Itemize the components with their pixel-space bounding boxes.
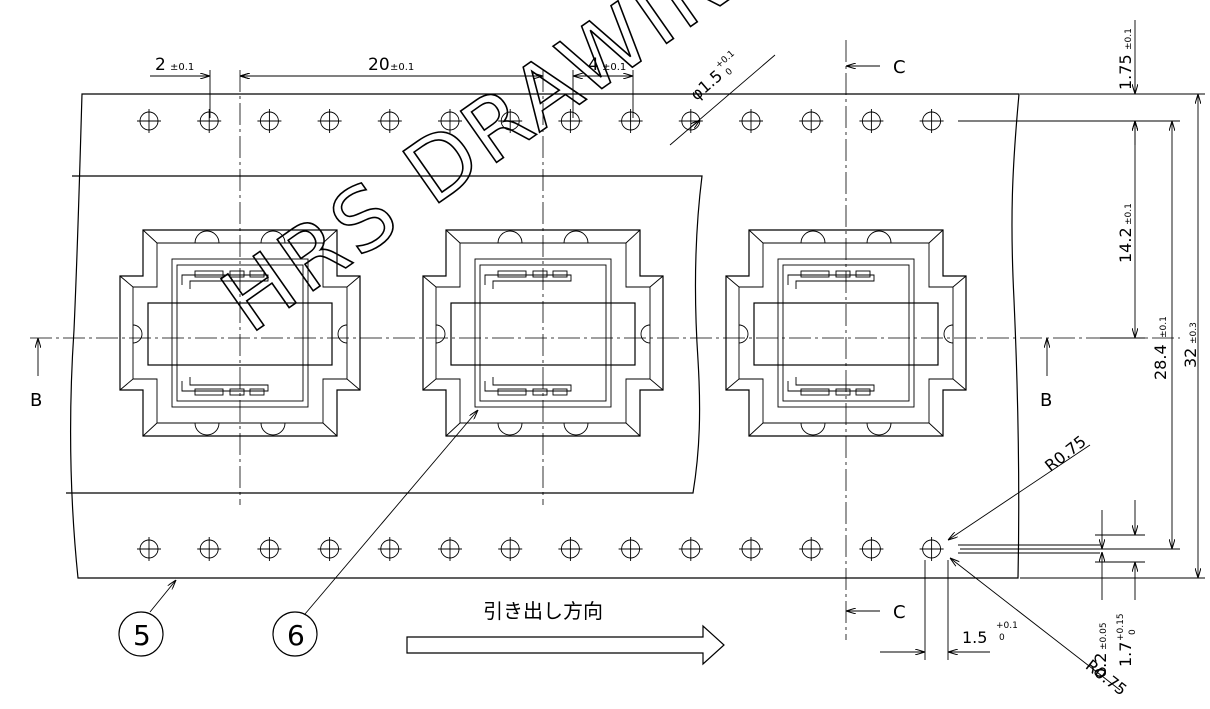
dim-32-value: 32 — [1181, 348, 1200, 368]
dim-pitch-4-tol: ±0.1 — [602, 62, 626, 73]
sprocket-hole — [377, 109, 402, 133]
sprocket-hole — [197, 537, 222, 561]
dim-right-extensions — [958, 93, 1205, 579]
section-b-right-label: B — [1040, 390, 1052, 411]
sprocket-hole — [257, 109, 282, 133]
dim-pitch-2-tol: ±0.1 — [170, 62, 194, 73]
radius-top-label: R0.75 — [1041, 432, 1090, 476]
sprocket-holes-top — [137, 109, 944, 133]
balloon-5: 5 — [118, 580, 176, 657]
dim-pitch-20-tol: ±0.1 — [390, 62, 414, 73]
dim-pitch-20-value: 20 — [368, 55, 390, 75]
sprocket-holes-bottom — [137, 537, 944, 561]
dim-slot-tol-lower: 0 — [999, 633, 1005, 643]
sprocket-hole — [558, 109, 583, 133]
dim-32-tol: ±0.3 — [1189, 322, 1199, 344]
sprocket-hole — [317, 537, 342, 561]
sprocket-hole — [919, 537, 944, 561]
dim-hole-diameter: φ1.5 +0.1 0 — [669, 49, 776, 146]
balloon-5-label: 5 — [133, 619, 151, 652]
balloon-6-label: 6 — [287, 619, 305, 652]
sprocket-hole — [257, 537, 282, 561]
section-b-left: B — [30, 338, 42, 411]
section-c-top-label: C — [893, 57, 906, 78]
sprocket-hole — [498, 109, 523, 133]
section-c-bottom: C — [846, 602, 906, 623]
feed-slot: 1.5 +0.1 0 — [880, 544, 1100, 660]
sprocket-hole — [317, 109, 342, 133]
dim-14-2: 14.2 ±0.1 — [1116, 121, 1135, 338]
dim-1-75-tol: ±0.1 — [1124, 28, 1134, 50]
sprocket-hole — [438, 537, 462, 561]
sprocket-hole — [799, 109, 824, 133]
sprocket-hole — [739, 109, 763, 133]
dim-28-4: 28.4 ±0.1 — [1151, 121, 1172, 549]
dim-32: 32 ±0.3 — [1181, 94, 1200, 578]
feed-direction-label: 引き出し方向 — [483, 599, 603, 623]
sprocket-hole — [498, 537, 523, 561]
section-b-right: B — [1040, 338, 1052, 411]
sprocket-hole — [678, 537, 703, 561]
dim-14-2-value: 14.2 — [1116, 227, 1135, 263]
sprocket-hole — [618, 109, 643, 133]
dim-hole-diameter-tol-upper: +0.1 — [714, 49, 737, 71]
dim-hole-diameter-value: φ1.5 — [687, 66, 727, 104]
dim-pitch-4: 4 ±0.1 — [572, 55, 634, 118]
section-c-top: C — [846, 57, 906, 78]
sprocket-hole — [618, 537, 643, 561]
feed-direction-arrow — [406, 624, 725, 666]
sprocket-hole — [558, 537, 583, 561]
dim-1-75-value: 1.75 — [1116, 54, 1135, 90]
dim-14-2-tol: ±0.1 — [1124, 203, 1134, 225]
sprocket-hole — [438, 109, 462, 133]
dim-pitch-2-value: 2 — [155, 55, 166, 75]
sprocket-hole — [859, 537, 884, 561]
sprocket-hole — [197, 109, 222, 133]
sprocket-hole — [919, 109, 944, 133]
dim-0-2-tol: ±0.05 — [1099, 622, 1109, 650]
dim-slot-tol-upper: +0.1 — [996, 621, 1018, 631]
tape-outline — [69, 93, 1020, 579]
sprocket-hole — [739, 537, 763, 561]
dim-pitch-20: 20 ±0.1 — [240, 55, 543, 76]
section-c-bottom-label: C — [893, 602, 906, 623]
feed-direction: 引き出し方向 — [406, 599, 725, 666]
dim-slot-value: 1.5 — [962, 628, 987, 647]
sprocket-hole — [377, 537, 402, 561]
dim-hole-diameter-tol-lower: 0 — [724, 66, 735, 77]
dim-1-7: 1.7 +0.15 0 — [1116, 500, 1138, 667]
sprocket-hole — [137, 537, 161, 561]
dim-pitch-4-value: 4 — [588, 55, 599, 75]
dim-1-7-tol-upper: +0.15 — [1116, 613, 1126, 641]
dim-28-4-tol: ±0.1 — [1159, 316, 1169, 338]
dim-pitch-2: 2 ±0.1 — [150, 55, 268, 118]
dim-1-75: 1.75 ±0.1 — [1116, 20, 1135, 145]
dim-1-7-value: 1.7 — [1116, 642, 1135, 667]
dim-1-7-tol-lower: 0 — [1128, 629, 1138, 635]
balloon-6: 6 — [272, 410, 478, 657]
sprocket-hole — [137, 109, 161, 133]
pocket-band — [66, 175, 703, 494]
section-b-left-label: B — [30, 390, 42, 411]
sprocket-hole — [799, 537, 824, 561]
dim-28-4-value: 28.4 — [1151, 344, 1170, 380]
sprocket-hole — [859, 109, 884, 133]
